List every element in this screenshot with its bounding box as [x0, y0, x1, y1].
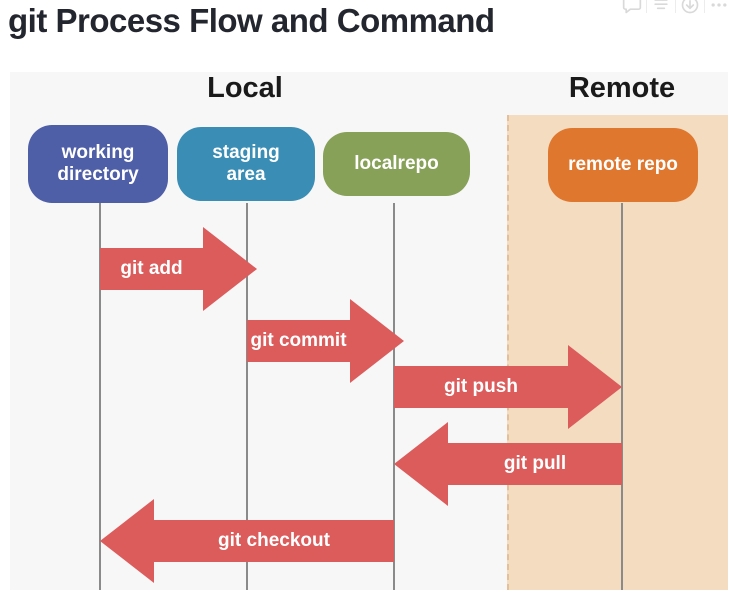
- download-icon[interactable]: [677, 0, 703, 19]
- node-remote-repo: remote repo: [548, 128, 698, 202]
- more-icon[interactable]: [706, 0, 732, 19]
- lifeline-remote-repo: [621, 203, 623, 590]
- node-working-directory: working directory: [28, 125, 168, 203]
- node-localrepo: localrepo: [323, 132, 470, 196]
- section-header-local: Local: [207, 72, 283, 104]
- arrowhead-right-icon: [203, 227, 257, 311]
- arrow-git-push: git push: [394, 345, 622, 429]
- reader-toolbar: [619, 0, 732, 19]
- node-label: working directory: [57, 141, 139, 185]
- toolbar-separator: [675, 0, 676, 13]
- node-staging-area: staging area: [177, 127, 315, 201]
- comment-icon[interactable]: [619, 0, 645, 19]
- notes-icon[interactable]: [648, 0, 674, 19]
- node-label: staging area: [212, 141, 280, 185]
- toolbar-separator: [704, 0, 705, 13]
- arrow-git-add: git add: [100, 227, 257, 311]
- section-header-remote: Remote: [568, 72, 676, 104]
- lifeline-working-directory: [99, 203, 101, 590]
- node-label: remote repo: [568, 153, 678, 175]
- arrow-label: git add: [100, 248, 203, 290]
- arrowhead-right-icon: [568, 345, 622, 429]
- arrowhead-left-icon: [100, 499, 154, 583]
- arrow-git-commit: git commit: [247, 299, 404, 383]
- arrow-label: git pull: [448, 443, 622, 485]
- arrow-label: git checkout: [154, 520, 394, 562]
- git-flow-diagram: Local Remote working directory staging a…: [10, 72, 728, 590]
- toolbar-separator: [646, 0, 647, 13]
- arrow-label: git commit: [247, 320, 350, 362]
- arrowhead-left-icon: [394, 422, 448, 506]
- node-label: localrepo: [354, 152, 439, 174]
- lifeline-staging-area: [246, 203, 248, 590]
- arrow-git-checkout: git checkout: [100, 499, 394, 583]
- arrow-label: git push: [394, 366, 568, 408]
- page-title: git Process Flow and Command: [8, 2, 495, 39]
- arrow-git-pull: git pull: [394, 422, 622, 506]
